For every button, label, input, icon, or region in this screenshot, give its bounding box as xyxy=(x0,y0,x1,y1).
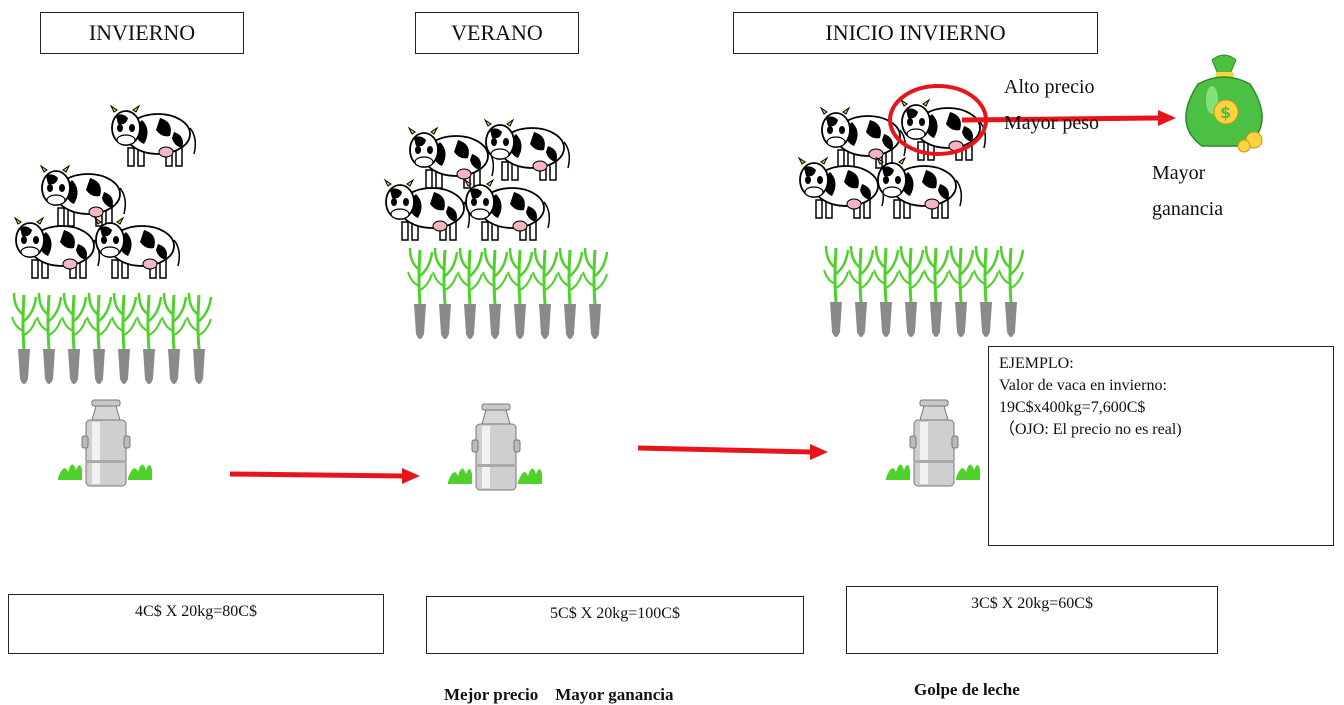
early-winter-herd xyxy=(798,99,987,219)
more-profit-label-line1: Mayor xyxy=(1152,162,1206,184)
cow-icon xyxy=(820,107,907,169)
more-weight-label: Mayor peso xyxy=(1004,112,1099,134)
grass-icon xyxy=(35,291,63,386)
cow-icon xyxy=(484,119,571,181)
grass-icon xyxy=(481,246,509,341)
arrow-icon xyxy=(637,444,828,460)
grass-icon xyxy=(847,244,875,339)
cow-icon xyxy=(464,179,551,241)
milk-can-icon xyxy=(447,403,543,491)
milk-can-icon xyxy=(57,399,153,487)
grass-icon xyxy=(456,246,484,341)
grass-icon xyxy=(822,244,850,339)
grass-icon xyxy=(556,246,584,341)
calc-box-winter: 4C$ X 20kg=80C$ xyxy=(8,594,384,654)
arrow-icon xyxy=(229,468,420,484)
grass-icon xyxy=(135,291,163,386)
svg-text:$: $ xyxy=(1220,103,1231,122)
more-profit-label-line2: ganancia xyxy=(1152,198,1224,220)
calc-box-summer: 5C$ X 20kg=100C$ xyxy=(426,596,804,654)
grass-icon xyxy=(431,246,459,341)
grass-icon xyxy=(947,244,975,339)
winter-herd xyxy=(14,105,197,279)
example-line-1: Valor de vaca en invierno: xyxy=(999,377,1167,394)
money-bag-icon: $ xyxy=(1185,54,1263,153)
example-line-3: （OJO: El precio no es real) xyxy=(999,421,1182,438)
example-box: EJEMPLO: Valor de vaca en invierno: 19C$… xyxy=(988,346,1334,546)
season-title-summer: VERANO xyxy=(415,12,579,54)
cow-icon xyxy=(384,179,471,241)
cow-icon xyxy=(876,157,963,219)
summer-pasture xyxy=(406,246,609,341)
grass-icon xyxy=(406,246,434,341)
grass-icon xyxy=(531,246,559,341)
high-price-label: Alto precio xyxy=(1004,76,1095,98)
grass-icon xyxy=(85,291,113,386)
summer-herd xyxy=(384,119,571,241)
milk-drop-label: Golpe de leche xyxy=(914,680,1020,699)
grass-icon xyxy=(897,244,925,339)
season-title-early-winter: INICIO INVIERNO xyxy=(733,12,1098,54)
example-line-2: 19C$x400kg=7,600C$ xyxy=(999,399,1146,416)
grass-icon xyxy=(10,291,38,386)
milk-can-icon xyxy=(885,399,981,487)
cow-icon xyxy=(798,157,885,219)
grass-icon xyxy=(185,291,213,386)
early-winter-pasture xyxy=(822,244,1025,339)
grass-icon xyxy=(160,291,188,386)
grass-icon xyxy=(506,246,534,341)
season-title-winter: INVIERNO xyxy=(40,12,244,54)
calc-box-early-winter: 3C$ X 20kg=60C$ xyxy=(846,586,1218,654)
arrow-icon xyxy=(961,110,1176,126)
grass-icon xyxy=(872,244,900,339)
grass-icon xyxy=(581,246,609,341)
cow-icon xyxy=(110,105,197,167)
grass-icon xyxy=(997,244,1025,339)
grass-icon xyxy=(60,291,88,386)
cow-icon xyxy=(14,217,101,279)
summer-benefit-label: Mejor precio Mayor ganancia xyxy=(444,685,674,704)
cow-icon xyxy=(94,217,181,279)
example-title: EJEMPLO: xyxy=(999,355,1074,372)
cow-icon xyxy=(408,127,495,189)
grass-icon xyxy=(922,244,950,339)
cow-icon xyxy=(40,165,127,227)
grass-icon xyxy=(972,244,1000,339)
grass-icon xyxy=(110,291,138,386)
winter-pasture xyxy=(10,291,213,386)
